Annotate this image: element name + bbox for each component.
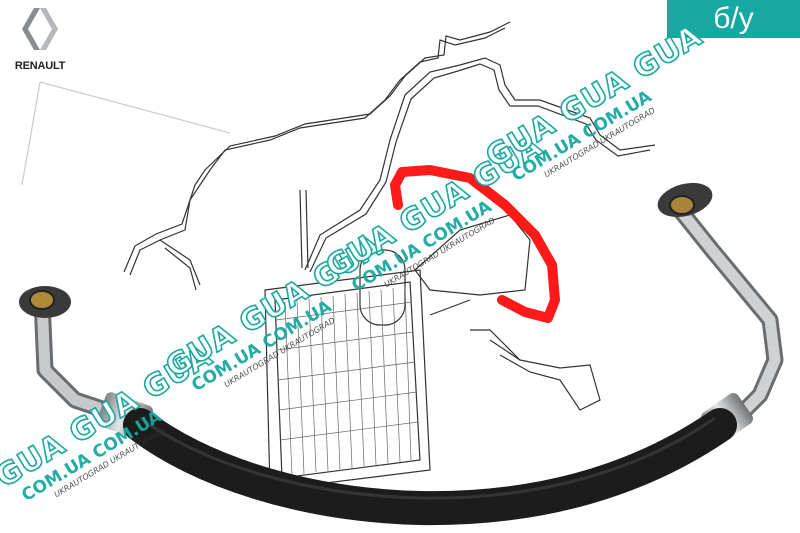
brand-name: RENAULT	[14, 60, 66, 72]
ac-hose-photo	[19, 182, 784, 526]
highlighted-hose	[390, 165, 560, 323]
renault-logo: RENAULT	[8, 6, 72, 72]
schematic-lines	[21, 21, 656, 491]
renault-diamond-icon	[22, 8, 58, 50]
radiator-drawing	[264, 269, 431, 491]
used-condition-badge: б/у	[667, 0, 800, 38]
